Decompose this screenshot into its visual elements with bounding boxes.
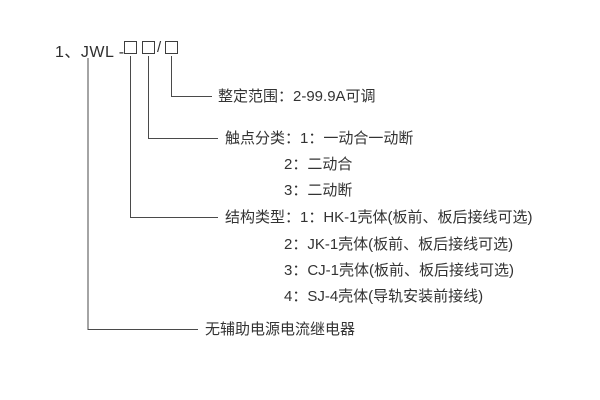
contact-class-label: 触点分类：1：一动合一动断	[225, 130, 414, 147]
structure-type-option-4: 4：SJ-4壳体(导轨安装前接线)	[284, 288, 484, 305]
relay-name-label: 无辅助电源电流继电器	[205, 321, 356, 338]
structure-type-option-2: 2：JK-1壳体(板前、板后接线可选)	[284, 236, 514, 253]
range-code-box	[165, 41, 178, 54]
model-prefix-text: 1、JWL -	[55, 44, 125, 61]
contact-class-option-2: 2：二动合	[284, 156, 353, 173]
relay-name-connector-line	[87, 58, 198, 330]
range-connector-line	[171, 56, 212, 97]
structure-type-option-3: 3：CJ-1壳体(板前、板后接线可选)	[284, 262, 515, 279]
contact-class-option-3: 3：二动断	[284, 182, 353, 199]
contact-connector-line	[148, 56, 218, 139]
separator-slash: /	[157, 39, 162, 56]
structure-connector-line	[130, 56, 218, 218]
contact-code-box	[142, 41, 155, 54]
setting-range-label: 整定范围：2-99.9A可调	[218, 88, 376, 105]
structure-type-label: 结构类型：1：HK-1壳体(板前、板后接线可选)	[225, 209, 533, 226]
model-title: 1、JWL -	[55, 38, 125, 62]
structure-code-box	[124, 41, 137, 54]
